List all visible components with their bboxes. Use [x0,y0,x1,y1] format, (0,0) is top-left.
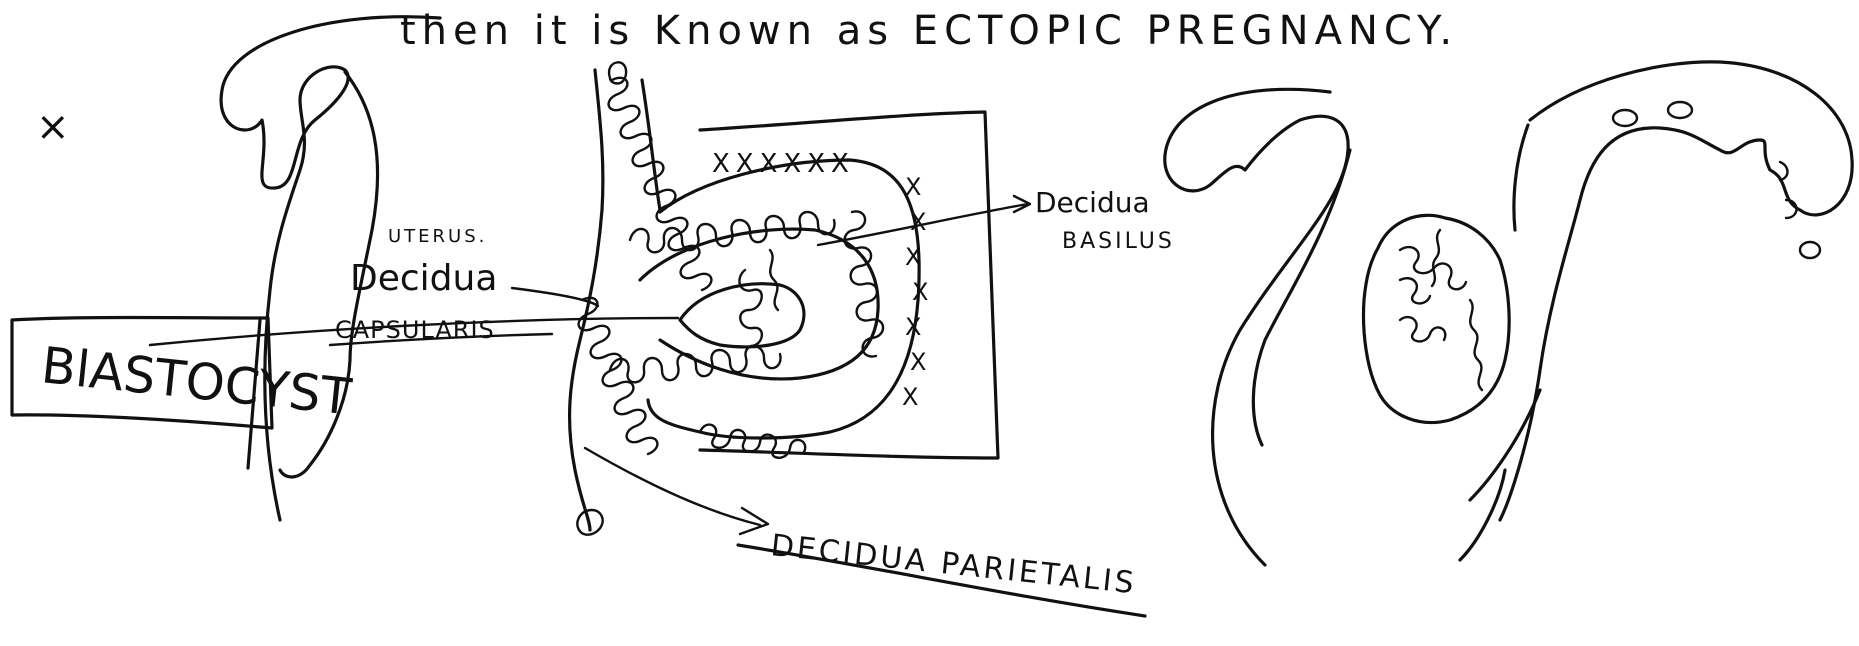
uterus-center-drawing: XXXXXX X X X X X X X [570,62,998,534]
svg-text:X: X [902,383,918,411]
ectopic-mass [1364,215,1510,422]
svg-text:X: X [910,348,926,376]
right-tube-outline [1165,89,1350,565]
svg-text:XXXXXX: XXXXXX [712,149,855,179]
uterus-label: UTERUS. [388,226,487,247]
svg-text:X: X [905,173,921,201]
cross-mark: × [36,104,70,150]
decidua-parietalis-label: DECIDUA PARIETALIS [769,528,1138,601]
svg-text:X: X [910,208,926,236]
decidua-basilis-label-line2: BASILUS [1062,229,1175,254]
decidua-parietalis-leader [585,448,768,534]
svg-text:X: X [905,313,921,341]
svg-text:X: X [912,278,928,306]
decidua-capsularis-leader [512,288,598,306]
decidua-capsularis-label-line2: CAPSULARIS [335,316,495,344]
heading-text: then it is Known as ECTOPIC PREGNANCY. [400,8,1458,54]
blastocyst-label: BlASTOCYST [39,336,355,426]
decidua-capsularis-label-line1: Decidua [350,258,497,299]
ectopic-tube-outline [1460,62,1852,560]
decidua-basilis-label-line1: Decidua [1035,186,1150,219]
svg-text:X: X [905,243,921,271]
